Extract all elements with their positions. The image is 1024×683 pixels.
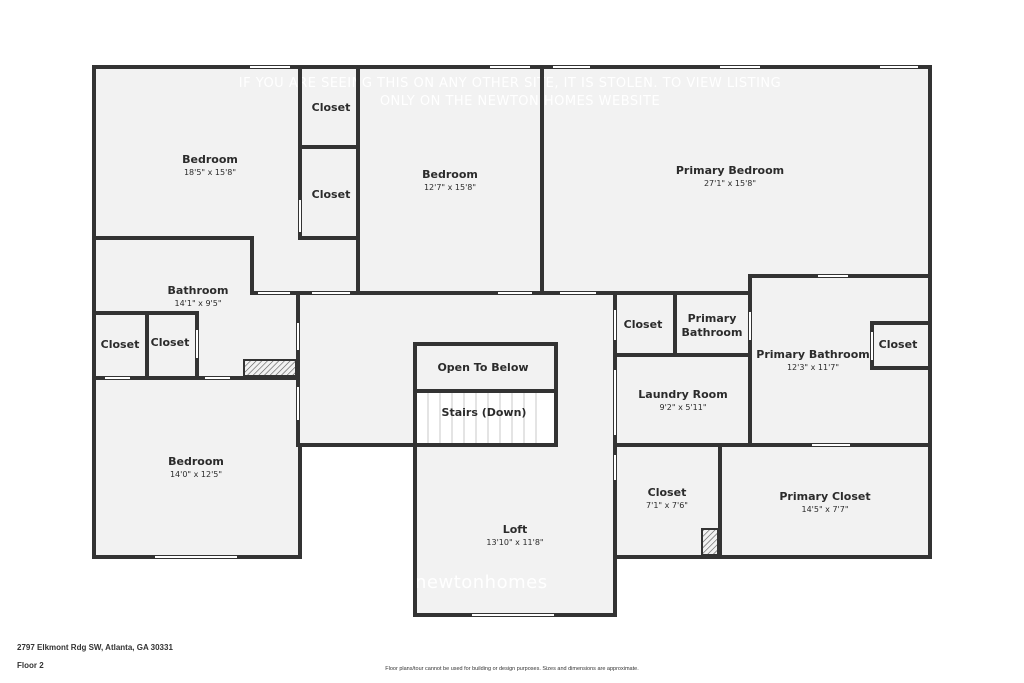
room-primary-bathroom: Primary Bathroom 12'3" x 11'7" (756, 348, 869, 372)
svg-text:Closet: Closet (151, 336, 190, 349)
svg-text:Bathroom: Bathroom (168, 284, 229, 297)
windows-doors (105, 66, 918, 616)
svg-text:Open To Below: Open To Below (437, 361, 528, 374)
disclaimer: Floor plans/tour cannot be used for buil… (385, 666, 639, 672)
room-bedroom-2: Bedroom 12'7" x 15'8" (422, 168, 478, 192)
svg-text:13'10" x 11'8": 13'10" x 11'8" (486, 538, 543, 547)
svg-text:Bathroom: Bathroom (682, 326, 743, 339)
watermark-brand: newtonhomes (415, 572, 548, 593)
stair-treads (417, 393, 554, 443)
svg-text:18'5" x 15'8": 18'5" x 15'8" (184, 168, 236, 177)
room-closet-4: Closet (151, 336, 190, 349)
svg-text:Bedroom: Bedroom (422, 168, 478, 181)
room-primary-bathroom-small: Primary Bathroom (682, 312, 743, 339)
svg-text:14'1" x 9'5": 14'1" x 9'5" (174, 299, 221, 308)
svg-text:Primary Bathroom: Primary Bathroom (756, 348, 869, 361)
room-open-to-below: Open To Below (437, 361, 528, 374)
room-bedroom-3: Bedroom 14'0" x 12'5" (168, 455, 224, 479)
svg-text:Bedroom: Bedroom (182, 153, 238, 166)
floor-fill (94, 67, 930, 615)
floor-label: Floor 2 (17, 661, 44, 670)
svg-text:12'3" x 11'7": 12'3" x 11'7" (787, 363, 839, 372)
room-laundry: Laundry Room 9'2" x 5'11" (638, 388, 727, 412)
room-closet-1: Closet (312, 101, 351, 114)
room-primary-bedroom: Primary Bedroom 27'1" x 15'8" (676, 164, 784, 188)
chase-hatch-2 (701, 528, 719, 556)
svg-text:Laundry Room: Laundry Room (638, 388, 727, 401)
chase-hatch-1 (243, 359, 297, 377)
svg-text:Primary Bedroom: Primary Bedroom (676, 164, 784, 177)
svg-text:Closet: Closet (879, 338, 918, 351)
svg-text:27'1" x 15'8": 27'1" x 15'8" (704, 179, 756, 188)
svg-text:9'2" x 5'11": 9'2" x 5'11" (659, 403, 706, 412)
svg-text:7'1" x 7'6": 7'1" x 7'6" (646, 501, 688, 510)
svg-text:Closet: Closet (624, 318, 663, 331)
svg-text:12'7" x 15'8": 12'7" x 15'8" (424, 183, 476, 192)
svg-text:Closet: Closet (648, 486, 687, 499)
svg-text:Stairs (Down): Stairs (Down) (442, 406, 527, 419)
room-closet-3: Closet (101, 338, 140, 351)
room-closet-6: Closet (879, 338, 918, 351)
svg-text:Loft: Loft (503, 523, 528, 536)
room-loft: Loft 13'10" x 11'8" (486, 523, 543, 547)
svg-text:Closet: Closet (312, 101, 351, 114)
room-bedroom-1: Bedroom 18'5" x 15'8" (182, 153, 238, 177)
svg-text:14'5" x 7'7": 14'5" x 7'7" (801, 505, 848, 514)
svg-text:14'0" x 12'5": 14'0" x 12'5" (170, 470, 222, 479)
room-stairs: Stairs (Down) (442, 406, 527, 419)
room-bathroom: Bathroom 14'1" x 9'5" (168, 284, 229, 308)
svg-text:Closet: Closet (312, 188, 351, 201)
svg-text:Closet: Closet (101, 338, 140, 351)
property-address: 2797 Elkmont Rdg SW, Atlanta, GA 30331 (17, 643, 173, 652)
svg-text:Primary Closet: Primary Closet (779, 490, 870, 503)
svg-text:Bedroom: Bedroom (168, 455, 224, 468)
room-primary-closet: Primary Closet 14'5" x 7'7" (779, 490, 870, 514)
room-closet-2: Closet (312, 188, 351, 201)
watermark-line-2: ONLY ON THE NEWTON HOMES WEBSITE (380, 94, 660, 109)
room-closet-5: Closet (624, 318, 663, 331)
svg-text:Primary: Primary (688, 312, 737, 325)
watermark-line-1: IF YOU ARE SEEING THIS ON ANY OTHER SITE… (239, 76, 781, 91)
room-closet-7: Closet 7'1" x 7'6" (646, 486, 688, 510)
